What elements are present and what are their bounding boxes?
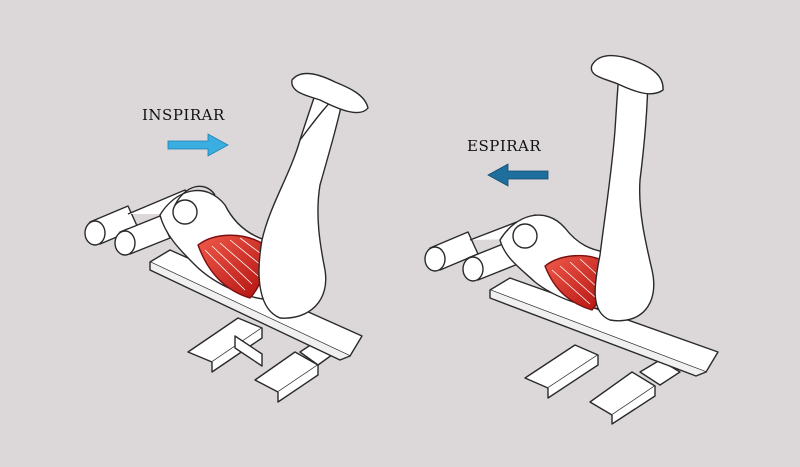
- exhale-label: ESPIRAR: [467, 137, 542, 155]
- exhale-arrow: [487, 163, 549, 187]
- bench-board: [489, 277, 719, 373]
- bench-stand: [524, 344, 681, 425]
- exhale-figure: [424, 54, 719, 425]
- legs: [594, 64, 655, 322]
- bench-board: [149, 249, 363, 357]
- muscle-striations: [204, 237, 265, 291]
- head: [172, 199, 198, 225]
- legs: [258, 79, 346, 319]
- inhale-figure: [84, 72, 369, 403]
- feet: [590, 54, 664, 95]
- inhale-arrow: [167, 133, 229, 157]
- feet: [291, 72, 369, 114]
- inhale-label: INSPIRAR: [142, 106, 225, 124]
- head: [512, 223, 538, 249]
